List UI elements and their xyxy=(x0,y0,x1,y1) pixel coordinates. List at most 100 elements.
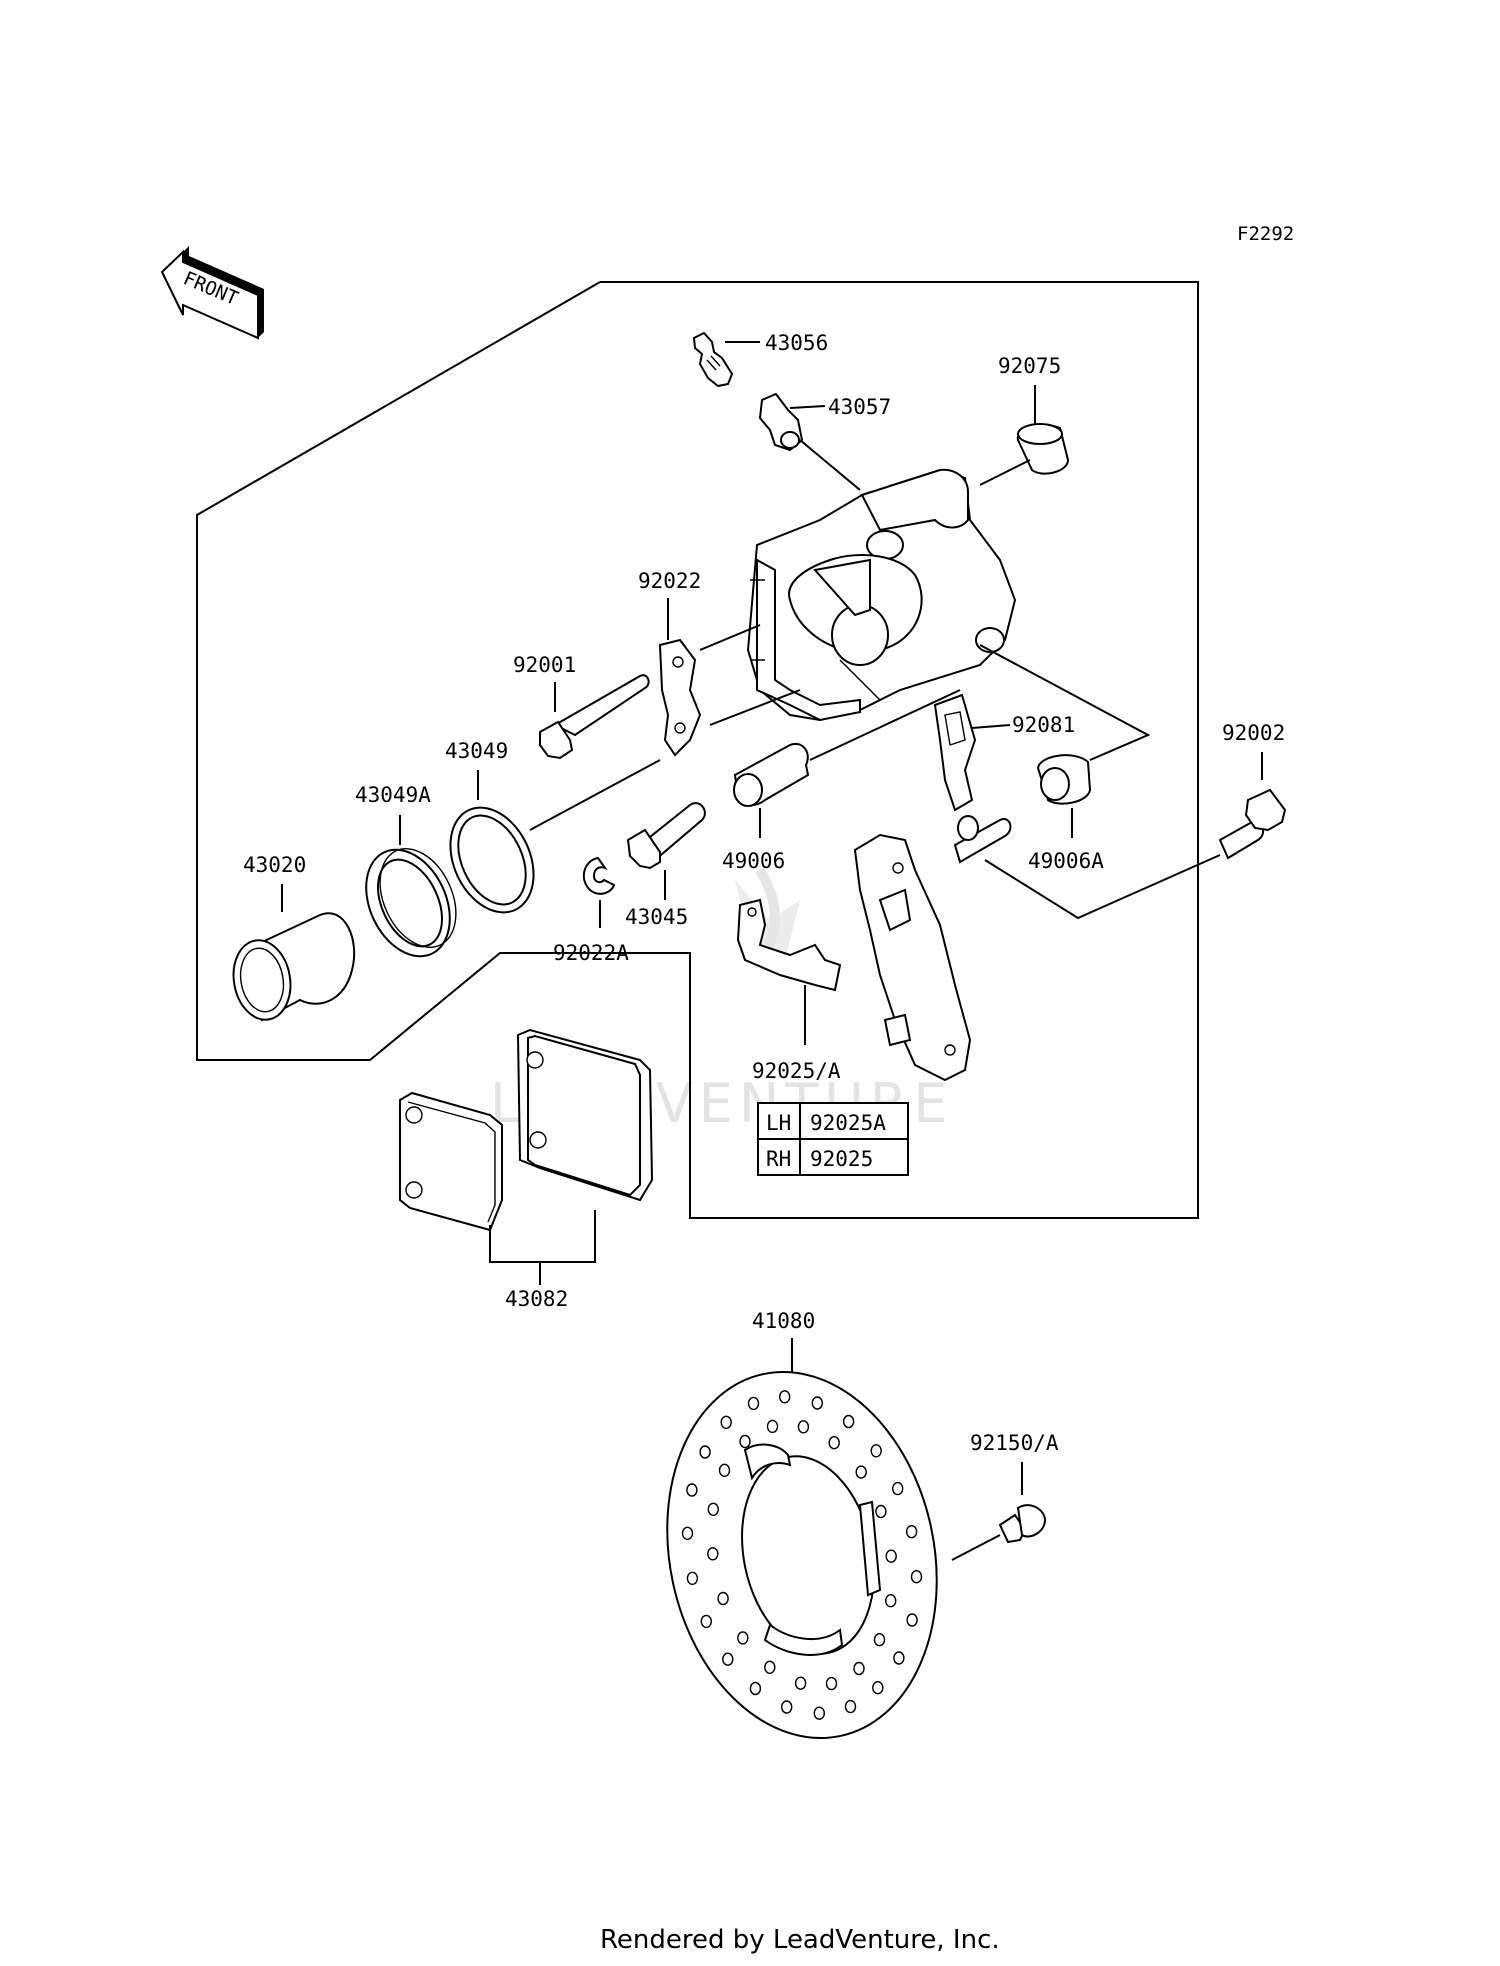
boot-part xyxy=(733,742,810,807)
leader-43049-b xyxy=(529,759,661,831)
bleeder-valve-part xyxy=(692,331,734,388)
bolt-part xyxy=(1218,788,1287,860)
pad-spring-part xyxy=(736,898,842,992)
callout-43056: 43056 xyxy=(765,331,828,355)
disc-hole xyxy=(766,1419,779,1434)
brake-pads-part xyxy=(399,1028,654,1232)
disc-hole xyxy=(739,1434,751,1449)
disc-hole xyxy=(885,1593,897,1608)
disc-hole xyxy=(686,1483,698,1497)
dust-seal-part xyxy=(365,848,457,958)
leader-43057-b xyxy=(799,439,861,491)
disc-hole xyxy=(747,1396,760,1411)
callout-92002: 92002 xyxy=(1222,721,1285,745)
callout-92075: 92075 xyxy=(998,354,1061,378)
disc-hole xyxy=(813,1706,825,1720)
callout-49006: 49006 xyxy=(722,849,785,873)
callout-41080: 41080 xyxy=(752,1309,815,1333)
pin-part xyxy=(626,802,706,870)
disc-hole xyxy=(855,1465,867,1479)
circlip-part xyxy=(582,856,616,895)
piston-seal-part xyxy=(449,806,535,914)
disc-hole xyxy=(873,1632,886,1647)
disc-hole xyxy=(892,1481,904,1496)
disc-hole xyxy=(870,1444,882,1458)
bleeder-cap-part xyxy=(758,392,804,452)
disc-hole xyxy=(720,1415,732,1430)
disc-hole xyxy=(749,1681,762,1696)
callout-43049A: 43049A xyxy=(355,783,431,807)
disc-hole xyxy=(910,1569,923,1584)
disc-bolt-part xyxy=(998,1504,1047,1544)
disc-hole xyxy=(811,1396,823,1410)
leader-43057-a xyxy=(789,405,826,409)
disc-hole xyxy=(794,1676,807,1690)
disc-hole xyxy=(781,1700,793,1714)
disc-hole xyxy=(842,1414,855,1429)
boot-upper-part xyxy=(1016,423,1070,475)
disc-holes xyxy=(681,1390,923,1720)
leader-92150A-b xyxy=(951,1534,1001,1561)
footer-credit: Rendered by LeadVenture, Inc. xyxy=(600,1925,1000,1955)
callout-92150A: 92150/A xyxy=(970,1431,1059,1455)
disc-hole xyxy=(700,1614,712,1629)
disc-hole xyxy=(905,1524,918,1539)
disc-hole xyxy=(764,1660,776,1675)
callout-43045: 43045 xyxy=(625,905,688,929)
disc-hole xyxy=(717,1591,729,1606)
disc-hole xyxy=(885,1549,897,1563)
leader-92022-b xyxy=(699,624,761,651)
callout-92001: 92001 xyxy=(513,653,576,677)
caliper-bracket xyxy=(853,815,1012,1082)
callout-49006A: 49006A xyxy=(1028,849,1104,873)
leader-92081 xyxy=(971,724,1011,729)
callout-43082: 43082 xyxy=(505,1287,568,1311)
variant-row-1-part: 92025A xyxy=(810,1111,886,1135)
disc-hole xyxy=(872,1680,884,1695)
leader-92075-b xyxy=(979,459,1031,486)
disc-hole xyxy=(875,1504,887,1519)
leader-bracket-bolt xyxy=(984,854,1221,920)
leader-43082 xyxy=(489,1210,596,1285)
disc-hole xyxy=(853,1661,865,1676)
disc-hole xyxy=(686,1571,699,1586)
disc-hole xyxy=(707,1502,719,1517)
callout-43020: 43020 xyxy=(243,853,306,877)
callout-92025A: 92025/A xyxy=(752,1059,841,1083)
callout-92022A: 92022A xyxy=(553,941,629,965)
spring-part xyxy=(658,638,702,757)
disc-hole xyxy=(681,1526,694,1541)
variant-row-1-side: LH xyxy=(766,1111,791,1135)
assembly-outline xyxy=(196,281,1199,1219)
disc-hole xyxy=(893,1651,905,1665)
callout-43049: 43049 xyxy=(445,739,508,763)
disc-hole xyxy=(906,1613,918,1627)
pin-bolt-part xyxy=(539,674,650,760)
figure-id: F2292 xyxy=(1237,223,1294,245)
disc-hole xyxy=(737,1631,749,1645)
leader-49006-b xyxy=(809,689,961,761)
disc-hole xyxy=(797,1420,810,1434)
disc-hole xyxy=(828,1435,840,1450)
disc-hole xyxy=(825,1676,838,1691)
callout-92022: 92022 xyxy=(638,569,701,593)
leader-92022-c xyxy=(709,689,801,726)
disc-hole xyxy=(718,1463,731,1478)
piston-part xyxy=(232,912,356,1022)
disc-hole xyxy=(779,1390,791,1404)
variant-table: LH 92025A RH 92025 xyxy=(757,1102,909,1176)
callout-43057: 43057 xyxy=(828,395,891,419)
variant-row-2-part: 92025 xyxy=(810,1147,873,1171)
disc-hole xyxy=(844,1699,857,1714)
disc-hole xyxy=(722,1652,734,1666)
boot-b-part xyxy=(1036,754,1092,805)
brake-disc-part xyxy=(666,1370,938,1740)
shim-upper-part xyxy=(933,693,977,812)
disc-hole xyxy=(707,1547,719,1561)
front-arrow-icon: FRONT xyxy=(160,246,264,340)
caliper-body xyxy=(746,468,1017,722)
disc-hole xyxy=(699,1445,711,1459)
callout-92081: 92081 xyxy=(1012,713,1075,737)
